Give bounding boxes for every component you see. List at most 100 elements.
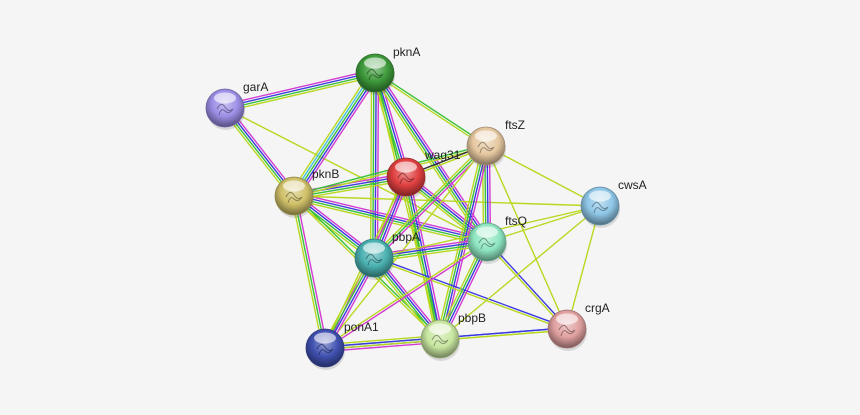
edge-strand-magenta xyxy=(295,194,328,349)
node-label: wag31 xyxy=(424,148,461,162)
node-label: ftsZ xyxy=(505,118,525,132)
node-label: pbpB xyxy=(458,311,486,325)
node-highlight xyxy=(476,226,498,238)
edge-ftsZ-ponA1[interactable] xyxy=(324,145,487,349)
node-label: ponA1 xyxy=(344,320,379,334)
edge-strand-yellowgreen xyxy=(566,205,601,330)
node-ftsZ[interactable]: ftsZ xyxy=(466,118,525,168)
node-highlight xyxy=(556,313,578,325)
node-highlight xyxy=(364,57,386,69)
nodes-layer: pknA garA ftsZ wag31 pknB cwsA ftsQ pbpA crgA pbp… xyxy=(205,45,647,370)
edge-strand-yellowgreen xyxy=(372,258,568,331)
edge-pknB-cwsA[interactable] xyxy=(293,195,601,207)
edge-garA-pknA[interactable] xyxy=(223,68,377,113)
edge-strand-yellowgreen xyxy=(324,334,441,346)
edge-strand-yellowgreen xyxy=(224,107,488,243)
edge-strand-magenta xyxy=(297,74,380,200)
edge-strand-yellowgreen xyxy=(324,145,487,349)
edge-pbpA-crgA[interactable] xyxy=(372,256,569,331)
edge-garA-ftsQ[interactable] xyxy=(224,107,488,243)
edge-strand-yellowgreen xyxy=(373,73,487,148)
edge-ftsZ-cwsA[interactable] xyxy=(485,145,601,207)
node-highlight xyxy=(214,92,236,104)
edge-ftsQ-cwsA[interactable] xyxy=(486,205,601,243)
edge-strand-magenta xyxy=(324,242,489,350)
edge-strand-green xyxy=(293,195,326,349)
edge-strand-magenta xyxy=(223,68,375,106)
edge-strand-green xyxy=(373,72,487,244)
node-label: pknA xyxy=(393,45,420,59)
edge-strand-blue xyxy=(295,73,378,198)
edge-strand-yellowgreen xyxy=(291,195,324,350)
edge-strand-green xyxy=(404,176,440,340)
structure-icon xyxy=(477,141,495,154)
edge-wag31-pbpB[interactable] xyxy=(401,175,445,341)
edge-strand-yellowgreen xyxy=(369,72,373,259)
edge-ftsQ-ponA1[interactable] xyxy=(323,240,489,350)
node-label: pbpA xyxy=(392,230,420,244)
node-ponA1[interactable]: ponA1 xyxy=(305,320,379,370)
edge-strand-yellowgreen xyxy=(485,145,601,207)
edge-ftsQ-crgA[interactable] xyxy=(485,240,569,331)
structure-icon xyxy=(431,334,449,347)
node-label: crgA xyxy=(585,301,610,315)
node-label: cwsA xyxy=(618,178,647,192)
node-cwsA[interactable]: cwsA xyxy=(580,178,647,228)
edge-strand-blue xyxy=(487,240,569,329)
edge-strand-green xyxy=(293,72,376,197)
node-highlight xyxy=(475,130,497,142)
edge-strand-blue xyxy=(406,176,442,340)
node-highlight xyxy=(363,242,385,254)
structure-icon xyxy=(397,172,415,185)
node-pbpA[interactable]: pbpA xyxy=(354,230,420,280)
node-label: pknB xyxy=(312,167,339,181)
edge-strand-yellowgreen xyxy=(401,177,438,341)
node-highlight xyxy=(314,332,336,344)
edge-strand-magenta xyxy=(408,175,445,339)
edge-strand-yellowgreen xyxy=(371,143,486,258)
edge-strand-green xyxy=(374,71,488,146)
edge-strand-magenta xyxy=(324,341,441,353)
node-pknB[interactable]: pknB xyxy=(274,167,339,218)
structure-icon xyxy=(478,237,496,250)
structure-icon xyxy=(316,343,334,356)
node-wag31[interactable]: wag31 xyxy=(386,148,461,199)
edge-strand-yellowgreen xyxy=(293,195,601,207)
edge-pknB-ponA1[interactable] xyxy=(291,194,328,350)
edge-strand-magenta xyxy=(376,72,380,259)
edge-pknA-ftsZ[interactable] xyxy=(373,71,488,148)
edge-strand-yellowgreen xyxy=(486,205,601,243)
edge-strand-yellowgreen xyxy=(289,69,372,195)
edge-strand-blue xyxy=(373,256,569,329)
structure-icon xyxy=(558,324,576,337)
edges-layer xyxy=(221,68,601,353)
node-highlight xyxy=(589,190,611,202)
edge-strand-green xyxy=(224,73,376,110)
edge-crgA-cwsA[interactable] xyxy=(566,205,601,330)
structure-icon xyxy=(285,191,303,204)
edge-strand-yellowgreen xyxy=(323,240,488,348)
node-pbpB[interactable]: pbpB xyxy=(420,311,486,361)
edge-strand-yellowgreen xyxy=(373,72,440,340)
edge-ftsZ-crgA[interactable] xyxy=(485,145,568,330)
structure-icon xyxy=(216,103,234,116)
node-crgA[interactable]: crgA xyxy=(547,301,610,351)
node-highlight xyxy=(429,323,451,335)
node-pknA[interactable]: pknA xyxy=(355,45,420,95)
node-label: ftsQ xyxy=(505,214,527,228)
edge-strand-blue xyxy=(224,71,376,108)
edge-pknA-pbpA[interactable] xyxy=(369,72,380,259)
node-label: garA xyxy=(243,80,268,94)
structure-icon xyxy=(591,201,609,214)
edge-strand-green xyxy=(372,72,375,259)
edge-strand-cyan xyxy=(291,71,374,196)
edge-pbpB-cwsA[interactable] xyxy=(439,205,601,340)
node-ftsQ[interactable]: ftsQ xyxy=(467,214,527,264)
node-garA[interactable]: garA xyxy=(205,80,268,130)
edge-strand-yellowgreen xyxy=(439,205,601,340)
structure-icon xyxy=(365,253,383,266)
node-highlight xyxy=(283,180,305,192)
edge-pknA-pknB[interactable] xyxy=(289,69,380,200)
structure-icon xyxy=(366,68,384,81)
